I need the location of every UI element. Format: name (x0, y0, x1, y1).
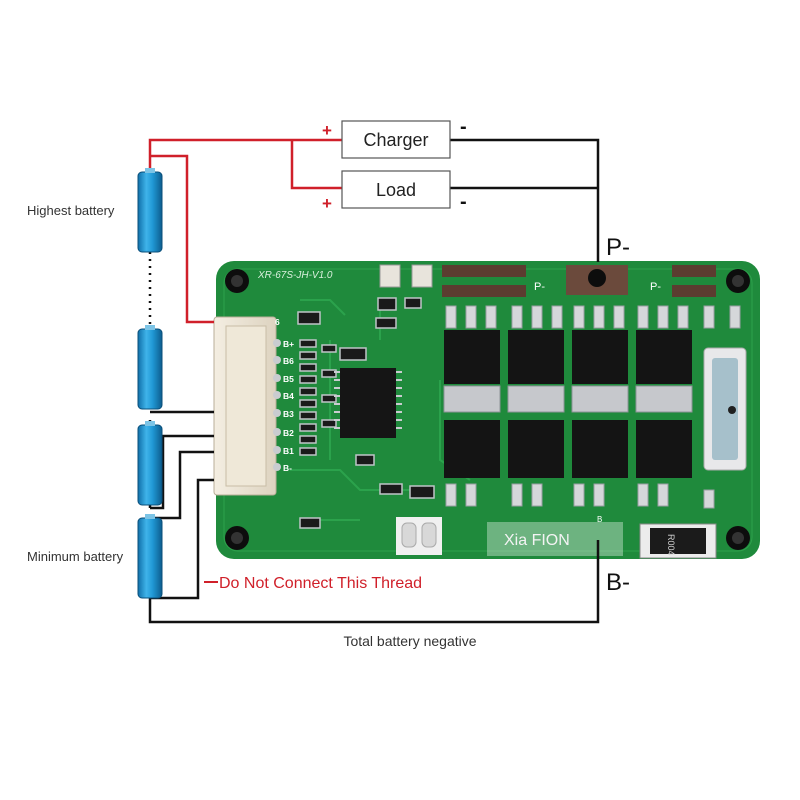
smd-parts (297, 297, 435, 529)
temp-sensor (703, 347, 747, 471)
b-minus-pads (396, 517, 442, 555)
load-label: Load (376, 180, 416, 200)
highest-battery-label: Highest battery (27, 203, 115, 218)
watermark-text: Xia FION (504, 532, 570, 549)
pin-pads (273, 339, 281, 471)
balance-resistors (299, 339, 337, 456)
charger-plus-sign: + (322, 121, 332, 140)
battery-cell (137, 421, 163, 506)
charger-box: Charger (341, 120, 451, 159)
shunt-code: R004 (666, 534, 676, 556)
p-minus-terminal-label: P- (606, 234, 630, 261)
top-headers (442, 265, 716, 297)
pin-label: B+ (283, 339, 294, 349)
connector-pin-labels: 6 B+ B6 B5 B4 B3 B2 B1 B- (275, 317, 294, 473)
board-model-label: XR-67S-JH-V1.0 (257, 270, 333, 281)
do-not-connect-warning: Do Not Connect This Thread (219, 575, 422, 592)
balance-connector (213, 316, 277, 496)
pin-label: B5 (283, 374, 294, 384)
board-b-mark: B (597, 515, 602, 524)
b-minus-terminal-label: B- (606, 569, 630, 596)
battery-cell (137, 514, 163, 599)
watermark-box (487, 522, 623, 556)
total-negative-label: Total battery negative (343, 633, 476, 649)
pin-label: B1 (283, 446, 294, 456)
board-p-mark: P- (650, 281, 661, 293)
pin-label: B- (283, 463, 292, 473)
mounting-holes (225, 269, 750, 550)
pin-label: B4 (283, 391, 294, 401)
pin-label: B2 (283, 428, 294, 438)
positive-wires (148, 138, 342, 324)
battery-cell (137, 168, 163, 253)
pin-label: B3 (283, 409, 294, 419)
minimum-battery-label: Minimum battery (27, 549, 124, 564)
shunt-resistor (639, 523, 717, 559)
pin-label: 6 (275, 317, 280, 327)
load-plus-sign: + (322, 194, 332, 213)
load-box: Load (341, 170, 451, 209)
protection-ic (334, 368, 402, 438)
battery-cell (137, 325, 163, 410)
board-p-mark: P- (534, 281, 545, 293)
battery-cells (137, 168, 163, 599)
negative-wires (148, 138, 600, 624)
load-minus-sign: - (460, 191, 467, 213)
charger-label: Charger (363, 130, 428, 150)
pin-label: B6 (283, 356, 294, 366)
charger-minus-sign: - (460, 116, 467, 138)
mosfet-array (443, 305, 741, 509)
bms-board: XR-67S-JH-V1.0 6 B+ B6 B5 B4 B3 B2 B1 B- (213, 261, 760, 559)
